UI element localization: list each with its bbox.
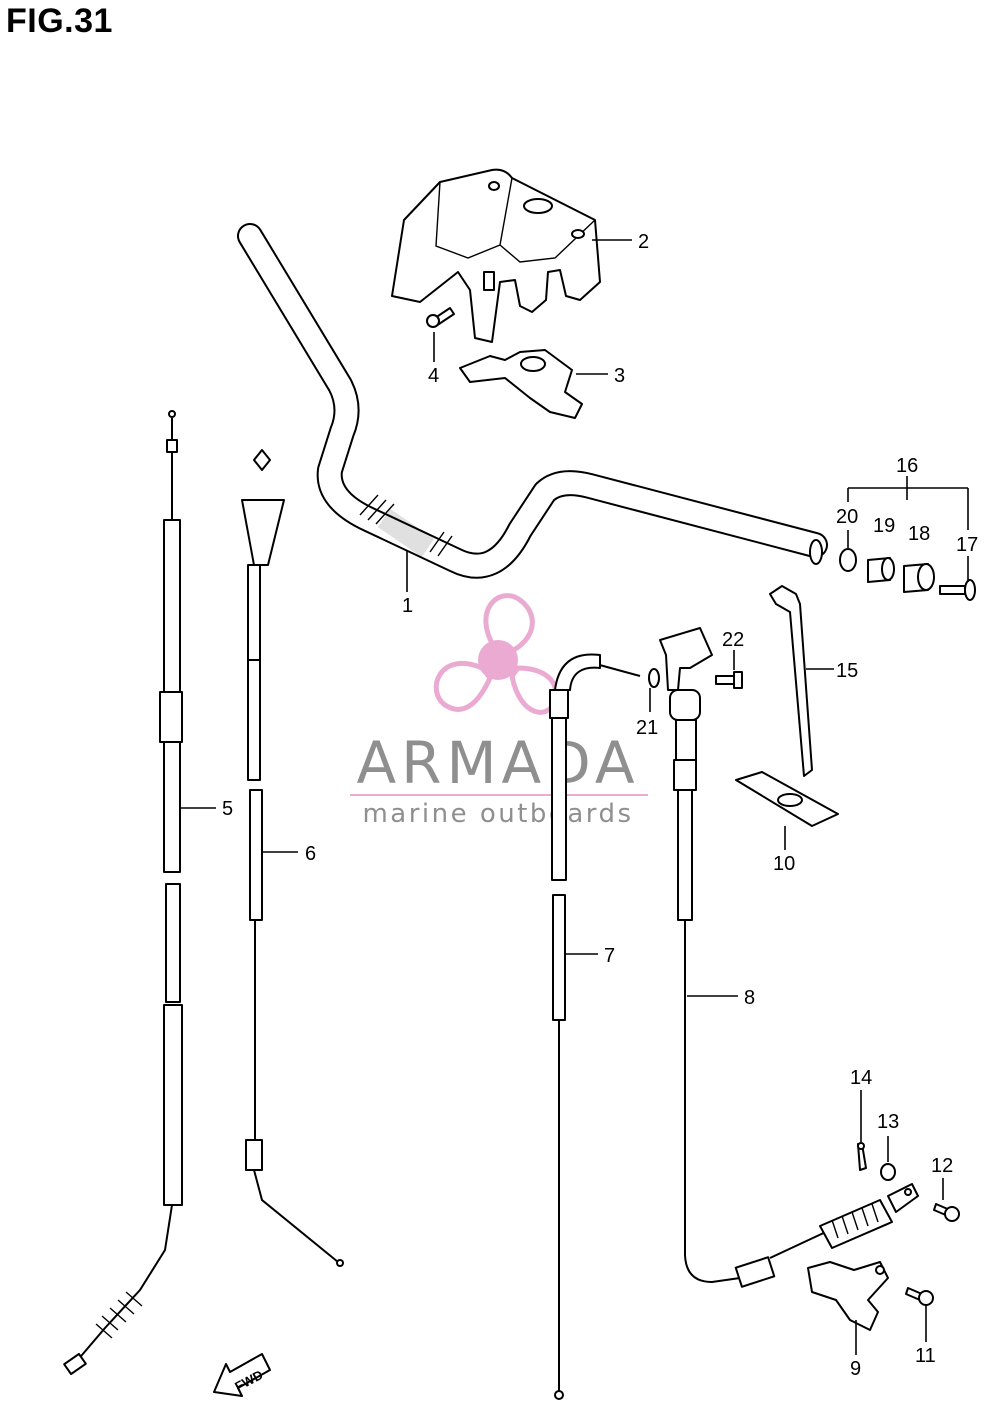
callout-7: 7 [604, 945, 615, 967]
watermark-tagline: marine outboards [362, 799, 633, 829]
callout-2: 2 [638, 231, 649, 253]
end-bush-19-part [867, 557, 895, 583]
callout-14: 14 [850, 1067, 872, 1089]
callout-19: 19 [873, 515, 895, 537]
holder-10-part [735, 771, 839, 827]
callout-21: 21 [636, 717, 658, 739]
cable-5-part [63, 410, 183, 1376]
callout-22: 22 [722, 629, 744, 651]
callout-3: 3 [614, 365, 625, 387]
callout-18: 18 [908, 523, 930, 545]
fwd-arrow-icon: FWD [213, 1353, 271, 1397]
propeller-logo-icon [433, 593, 559, 715]
figure-title: FIG.31 [6, 2, 113, 40]
cotter-pin-14-part [857, 1142, 867, 1171]
armada-watermark: ARMADA marine outboards [350, 593, 648, 829]
cover-screw-part [426, 307, 455, 328]
callout-12: 12 [931, 1155, 953, 1177]
handlebar-cover-part [391, 168, 601, 343]
callout-numbers: 1 2 3 4 5 6 7 8 9 10 11 12 13 14 15 16 1… [222, 231, 978, 1380]
end-weight-18-part [903, 563, 935, 593]
cable-6-part [241, 449, 344, 1267]
callout-15: 15 [836, 660, 858, 682]
callout-16: 16 [896, 455, 918, 477]
bolt-12-part [933, 1203, 960, 1222]
handlebar-part [237, 223, 828, 579]
callout-20: 20 [836, 506, 858, 528]
washer-21-part [648, 668, 660, 688]
bolt-11-part [905, 1287, 934, 1306]
callout-5: 5 [222, 798, 233, 820]
callout-10: 10 [773, 853, 795, 875]
callout-13: 13 [877, 1111, 899, 1133]
callout-11: 11 [915, 1345, 936, 1367]
washer-13-part [880, 1163, 896, 1181]
screw-22-part [715, 671, 743, 689]
callout-17: 17 [956, 534, 978, 556]
cable-8-part [659, 627, 919, 1288]
callout-1: 1 [402, 595, 413, 617]
callout-6: 6 [305, 843, 316, 865]
leader-lines [180, 239, 969, 1355]
cover-bracket-part [459, 349, 583, 419]
callout-8: 8 [744, 987, 755, 1009]
watermark-brand: ARMADA [356, 729, 639, 797]
cable-7-part [549, 653, 641, 1400]
callout-9: 9 [850, 1358, 861, 1380]
cable-band-15-part [769, 585, 813, 777]
lever-bracket-9-part [807, 1261, 889, 1331]
end-washer-20-part [839, 548, 857, 572]
callout-4: 4 [428, 365, 439, 387]
end-screw-17-part [939, 579, 976, 601]
